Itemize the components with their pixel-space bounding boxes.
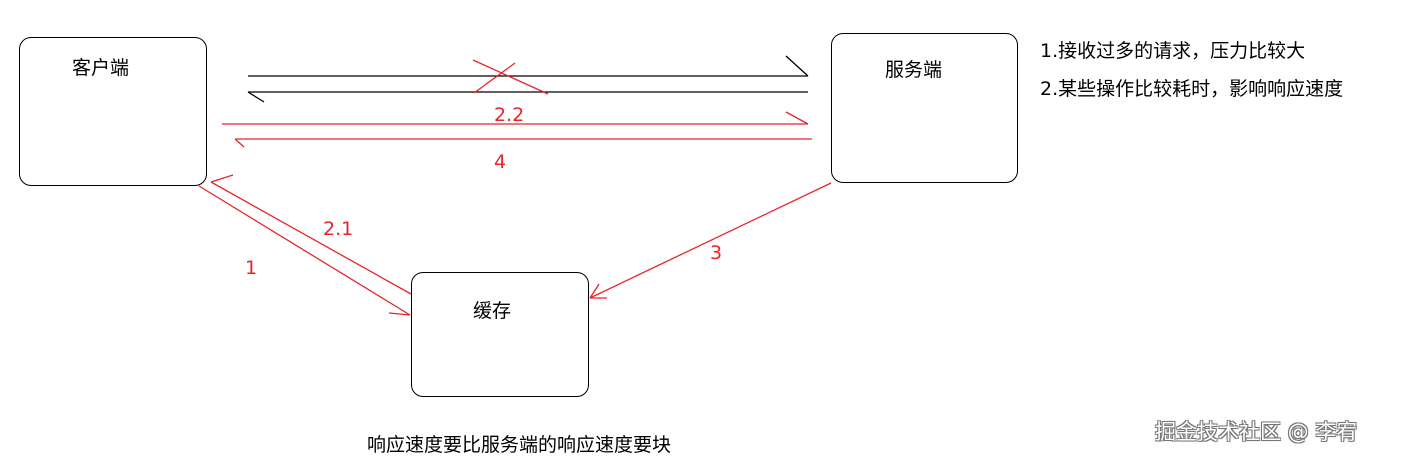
server-note-line-2: 2.某些操作比较耗时，影响响应速度	[1040, 78, 1344, 100]
server-note-line-1: 1.接收过多的请求，压力比较大	[1040, 40, 1306, 62]
red-arrow-1	[198, 185, 411, 316]
red-cross-mark	[472, 59, 549, 95]
step-label-3: 3	[710, 242, 723, 264]
red-arrow-3	[589, 182, 832, 299]
step-label-1: 1	[245, 257, 258, 279]
step-label-4: 4	[494, 151, 507, 173]
black-response-arrow	[247, 91, 808, 103]
step-label-2-2: 2.2	[494, 104, 525, 126]
watermark: 掘金技术社区 @ 李宥	[1155, 420, 1358, 444]
cache-box: 缓存	[411, 272, 589, 397]
red-arrow-4	[234, 138, 812, 148]
client-box: 客户端	[19, 37, 207, 186]
server-label: 服务端	[885, 59, 943, 81]
red-arrow-2-2	[222, 111, 809, 125]
step-label-2-1: 2.1	[323, 218, 354, 240]
black-request-arrow	[248, 55, 809, 77]
cache-label: 缓存	[473, 300, 512, 322]
red-arrow-2-1	[210, 174, 412, 295]
server-box: 服务端	[831, 33, 1018, 183]
client-label: 客户端	[72, 57, 130, 79]
cache-caption: 响应速度要比服务端的响应速度要块	[367, 434, 672, 456]
